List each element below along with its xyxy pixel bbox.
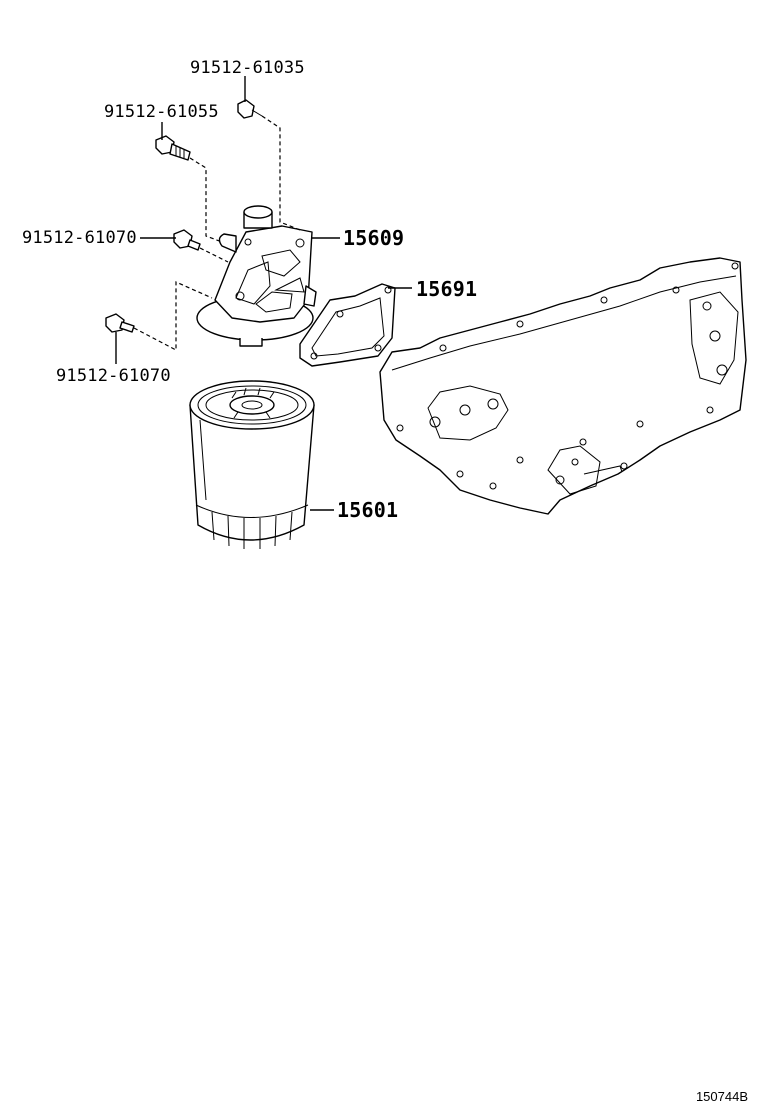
bolt-upper-part (155, 135, 191, 161)
part-label-bolt-top: 91512-61035 (190, 58, 305, 78)
part-label-bracket: 15609 (343, 226, 404, 250)
leader-lines (115, 76, 412, 511)
part-label-bolt-upper: 91512-61055 (104, 102, 219, 122)
part-label-filter: 15601 (337, 498, 398, 522)
gasket-part (299, 283, 396, 367)
assembly-guide-lines (133, 115, 301, 351)
part-label-gasket: 15691 (416, 277, 477, 301)
part-label-bolt-lower: 91512-61070 (56, 366, 171, 386)
figure-code: 150744B (696, 1089, 748, 1104)
bolt-lower-part (105, 313, 135, 333)
oil-filter-part (189, 380, 315, 549)
bolt-mid-part (173, 229, 201, 251)
bolt-top-part (237, 99, 263, 119)
engine-cover-outline (379, 257, 747, 515)
part-label-bolt-mid: 91512-61070 (22, 228, 137, 248)
filter-bracket-part (196, 205, 317, 347)
